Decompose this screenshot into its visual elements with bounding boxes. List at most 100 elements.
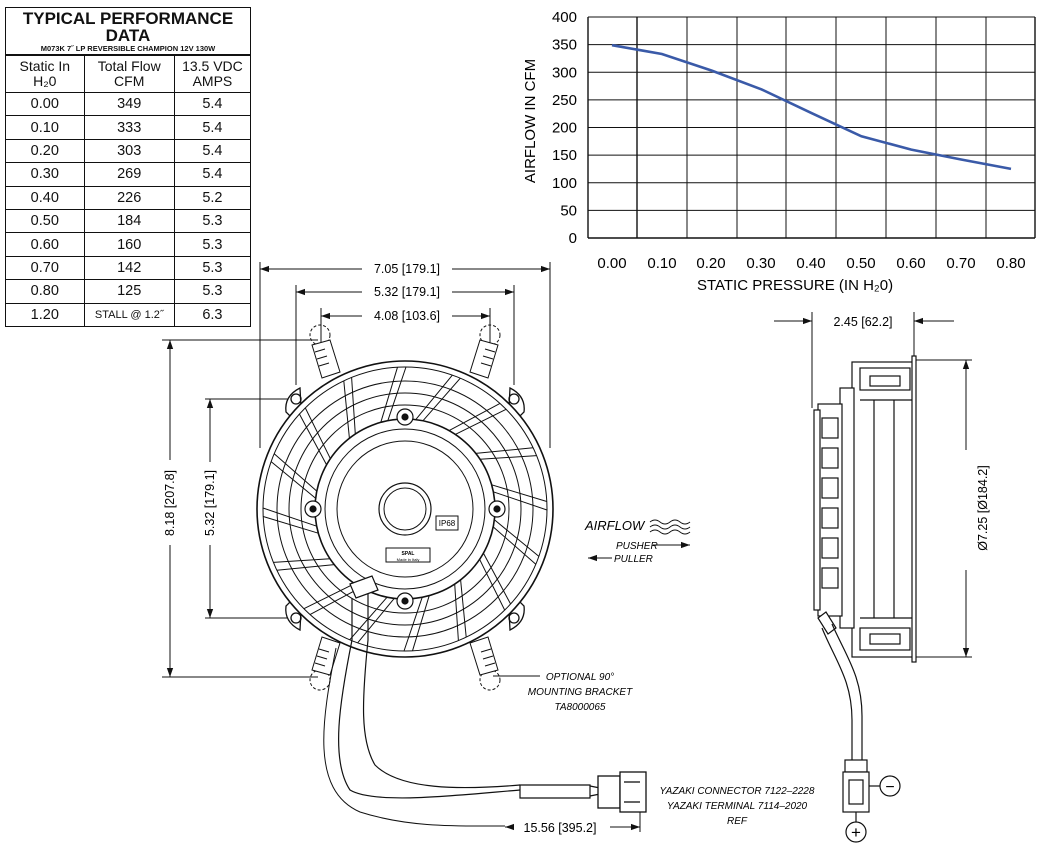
cell-amps: 5.3 [173, 255, 250, 281]
fan-side-view [813, 355, 917, 663]
cell-amps: 6.3 [173, 302, 250, 326]
y-tick-label: 400 [552, 9, 577, 26]
product-label [385, 547, 431, 563]
connector-note-line1: YAZAKI CONNECTOR 7122–2228 [660, 786, 815, 797]
x-tick-label: 0.50 [846, 255, 875, 272]
ip-rating-text: IP68 [439, 519, 456, 528]
cell-amps: 5.4 [173, 91, 250, 117]
y-tick-label: 100 [552, 175, 577, 192]
x-tick-label: 0.40 [796, 255, 825, 272]
polarity-markers [845, 775, 901, 843]
hub-screws [304, 408, 506, 610]
cell-pressure: 0.30 [6, 162, 85, 187]
guard-spoke [448, 402, 507, 435]
cell-pressure: 0.00 [6, 91, 85, 117]
guard-spoke [343, 377, 356, 439]
y-tick-label: 350 [552, 37, 577, 54]
connector-note-line3: REF [727, 816, 748, 827]
label-made-in-text: Made in Italy [397, 557, 420, 562]
y-tick-labels: 0 50 100 150 200 250 300 350 400 [552, 9, 577, 247]
y-tick-label: 300 [552, 64, 577, 81]
y-tick-label: 0 [569, 230, 577, 247]
airflow-series-line [611, 43, 1012, 171]
dim-lead-length: 15.56 [395.2] [524, 821, 597, 835]
side-view-wires [821, 623, 880, 822]
cell-flow: STALL @ 1.2˝ [83, 302, 175, 326]
cell-amps: 5.3 [173, 279, 250, 304]
guard-spoke [479, 552, 512, 611]
cell-flow: 142 [83, 255, 175, 281]
guard-spoke [491, 484, 548, 511]
guard-spoke [492, 519, 540, 565]
dim-overall-height: 8.18 [207.8] [163, 470, 177, 536]
performance-data-table: TYPICAL PERFORMANCE DATA M073K 7˝ LP REV… [5, 7, 251, 327]
bracket-note-line1: OPTIONAL 90° [546, 672, 614, 683]
y-tick-label: 200 [552, 120, 577, 137]
cell-flow: 160 [83, 232, 175, 257]
bracket-note-line3: TA8000065 [555, 702, 606, 713]
pusher-label: PUSHER [616, 541, 658, 552]
cell-flow: 303 [83, 138, 175, 164]
chart-grid [587, 16, 1036, 239]
optional-bracket-clips [309, 324, 501, 691]
y-axis-label: AIRFLOW IN CFM [522, 59, 539, 183]
x-tick-label: 0.20 [696, 255, 725, 272]
airflow-indicator: AIRFLOW PUSHER PULLER [584, 518, 691, 565]
cell-flow: 184 [83, 208, 175, 234]
positive-terminal-symbol: + [851, 823, 861, 842]
connector-note-line2: YAZAKI TERMINAL 7114–2020 [667, 801, 808, 812]
y-tick-label: 50 [560, 202, 577, 219]
lead-length-dimension [505, 812, 641, 832]
x-axis-label: STATIC PRESSURE (IN H₂0) [697, 277, 893, 294]
x-tick-label: 0.70 [946, 255, 975, 272]
dim-inner-mount-width: 4.08 [103.6] [374, 309, 440, 323]
front-view-dimensions [162, 262, 551, 678]
cell-flow: 333 [83, 115, 175, 140]
guard-spoke [273, 558, 335, 571]
ip-rating-badge [435, 515, 459, 531]
x-tick-label: 0.10 [647, 255, 676, 272]
y-tick-label: 250 [552, 92, 577, 109]
x-tick-label: 0.30 [746, 255, 775, 272]
guard-spoke [262, 507, 319, 534]
mounting-ears [285, 386, 525, 632]
yazaki-connector [597, 771, 647, 813]
table-subtitle: M073K 7˝ LP REVERSIBLE CHAMPION 12V 130W [6, 44, 250, 55]
cell-pressure: 0.70 [6, 255, 85, 281]
side-view-dimensions [774, 312, 972, 658]
cell-flow: 125 [83, 279, 175, 304]
cell-amps: 5.3 [173, 232, 250, 257]
x-tick-label: 0.60 [896, 255, 925, 272]
cell-pressure: 0.80 [6, 279, 85, 304]
dim-diameter: Ø7.25 [Ø184.2] [976, 465, 990, 550]
negative-terminal-symbol: − [885, 779, 894, 796]
cell-pressure: 1.20 [6, 302, 85, 326]
guard-spoke [415, 374, 461, 422]
airflow-label: AIRFLOW [584, 518, 646, 533]
guard-spoke [380, 366, 407, 423]
dim-mount-width: 5.32 [179.1] [374, 285, 440, 299]
dim-depth: 2.45 [62.2] [833, 315, 892, 329]
dim-overall-width: 7.05 [179.1] [374, 262, 440, 276]
y-tick-label: 150 [552, 147, 577, 164]
puller-label: PULLER [614, 554, 653, 565]
x-tick-label: 0.80 [996, 255, 1025, 272]
cell-flow: 269 [83, 162, 175, 187]
cell-flow: 226 [83, 185, 175, 210]
guard-spoke [303, 583, 362, 616]
fan-front-view [256, 324, 554, 691]
